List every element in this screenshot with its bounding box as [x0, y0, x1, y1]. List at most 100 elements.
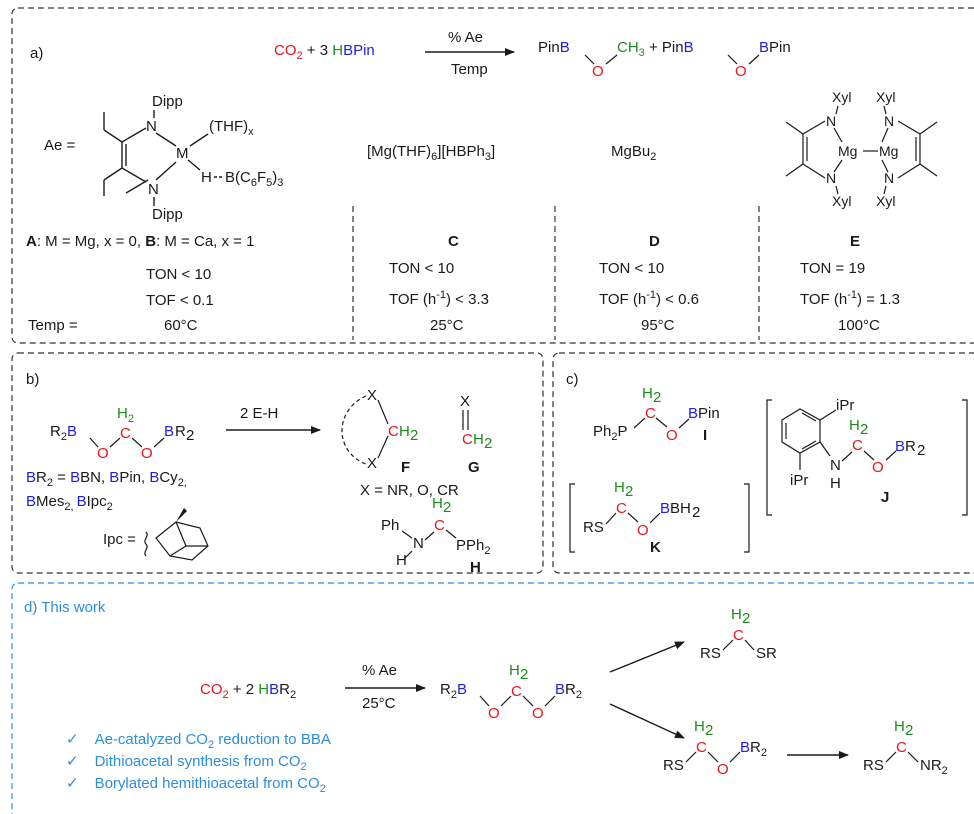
svg-text:C: C [434, 517, 445, 534]
svg-text:TON < 10: TON < 10 [599, 260, 664, 277]
svg-text:25°C: 25°C [362, 695, 396, 712]
svg-text:R2B: R2B [50, 423, 77, 443]
svg-text:C: C [696, 739, 707, 756]
svg-text:N: N [830, 457, 841, 474]
svg-text:Xyl: Xyl [832, 193, 851, 209]
panel-d-label: d) This work [24, 599, 106, 616]
svg-text:O: O [97, 445, 109, 462]
svg-text:RS: RS [663, 757, 684, 774]
svg-text:H: H [399, 423, 410, 440]
svg-text:% Ae: % Ae [362, 662, 397, 679]
panel-a-label: a) [30, 45, 43, 62]
svg-text:X: X [460, 393, 470, 410]
svg-text:PPh2: PPh2 [456, 537, 490, 557]
svg-text:2: 2 [905, 722, 913, 739]
svg-text:60°C: 60°C [164, 317, 198, 334]
svg-text:C: C [448, 233, 459, 250]
svg-text:Dipp: Dipp [152, 93, 183, 110]
complex-d: MgBu2 [611, 143, 656, 163]
svg-text:TOF (h-1) < 3.3: TOF (h-1) < 3.3 [389, 289, 489, 308]
svg-text:Temp =: Temp = [28, 317, 78, 334]
x-definition: X = NR, O, CR [360, 482, 459, 499]
svg-text:O: O [532, 705, 544, 722]
svg-text:Ph2P: Ph2P [593, 423, 628, 443]
br2-suffix-sub: 2 [186, 427, 194, 444]
ipc-structure: Ipc = [103, 508, 209, 561]
structure-g: X C H 2 G [460, 393, 492, 476]
panel-b-frame [11, 352, 544, 574]
svg-text:BR2: BR2 [740, 739, 767, 759]
svg-text:X: X [367, 387, 377, 404]
check-item: ✓Borylated hemithioacetal from CO2 [66, 775, 326, 795]
svg-text:N: N [826, 170, 836, 186]
svg-text:R2B: R2B [440, 681, 467, 701]
svg-text:N: N [884, 113, 894, 129]
svg-text:D: D [649, 233, 660, 250]
svg-text:N: N [826, 113, 836, 129]
check-item: ✓Ae-catalyzed CO2 reduction to BBA [66, 731, 331, 751]
svg-text:25°C: 25°C [430, 317, 464, 334]
svg-text:iPr: iPr [790, 472, 808, 489]
svg-text:TOF < 0.1: TOF < 0.1 [146, 292, 214, 309]
svg-text:2: 2 [742, 610, 750, 627]
svg-text:B(C6F5)3: B(C6F5)3 [225, 169, 283, 189]
svg-text:(THF)x: (THF)x [209, 118, 254, 138]
svg-text:BPin: BPin [759, 39, 791, 56]
svg-text:O: O [637, 522, 649, 539]
complex-ab: Dipp N N Dipp M (THF)x H B(C6F5)3 [103, 93, 283, 223]
svg-text:2: 2 [625, 483, 633, 500]
svg-text:Ph: Ph [381, 517, 399, 534]
structure-j: iPr iPr N H C H 2 O BR 2 J [766, 397, 968, 516]
svg-text:X: X [367, 455, 377, 472]
svg-text:Mg: Mg [838, 143, 857, 159]
svg-text:C: C [616, 500, 627, 517]
panel-c-frame [552, 352, 974, 574]
svg-text:A: M = Mg, x = 0, B: M = Ca, x: A: M = Mg, x = 0, B: M = Ca, x = 1 [26, 233, 254, 250]
panel-c-label: c) [566, 371, 579, 388]
svg-text:H: H [849, 417, 860, 434]
svg-text:C: C [462, 431, 473, 448]
svg-text:H: H [894, 718, 905, 735]
svg-text:C: C [852, 437, 863, 454]
svg-text:M: M [176, 145, 189, 162]
svg-text:H: H [731, 606, 742, 623]
svg-text:2: 2 [860, 421, 868, 438]
svg-text:Dipp: Dipp [152, 206, 183, 223]
svg-text:N: N [413, 535, 424, 552]
svg-text:H: H [614, 479, 625, 496]
panel-d-reaction: CO2 + 2 HBR2 % Ae 25°C R2B O C H 2 O BR2… [200, 606, 948, 778]
svg-text:H: H [694, 718, 705, 735]
structure-k: RS C H 2 O BBH 2 K [569, 479, 750, 556]
svg-text:SR: SR [756, 645, 777, 662]
svg-text:BR: BR [895, 438, 916, 455]
svg-text:O: O [488, 705, 500, 722]
svg-text:N: N [884, 170, 894, 186]
svg-text:BR2: BR2 [555, 681, 582, 701]
svg-text:H: H [509, 662, 520, 679]
panel-d-frame [11, 582, 974, 814]
panel-a-frame [11, 7, 974, 344]
svg-text:C: C [733, 627, 744, 644]
svg-text:I: I [703, 427, 707, 444]
complex-c: [Mg(THF)6][HBPh3] [367, 143, 495, 163]
panel-b-label: b) [26, 371, 39, 388]
svg-text:C: C [645, 405, 656, 422]
svg-text:J: J [881, 489, 889, 506]
svg-text:2: 2 [705, 722, 713, 739]
svg-text:Xyl: Xyl [832, 89, 851, 105]
defs-line-2: BMes2, BIpc2 [26, 493, 113, 513]
svg-text:100°C: 100°C [838, 317, 880, 334]
checklist: ✓Ae-catalyzed CO2 reduction to BBA ✓Dith… [66, 731, 331, 795]
svg-text:95°C: 95°C [641, 317, 675, 334]
column-d: D TON < 10 TOF (h-1) < 0.6 95°C [599, 233, 699, 334]
svg-text:H: H [396, 552, 407, 569]
svg-text:O: O [666, 427, 678, 444]
br2-suffix: R [175, 423, 186, 440]
svg-text:Xyl: Xyl [876, 193, 895, 209]
column-e: E TON = 19 TOF (h-1) = 1.3 100°C [800, 233, 900, 334]
svg-text:E: E [850, 233, 860, 250]
svg-text:O: O [141, 445, 153, 462]
svg-text:H: H [432, 495, 443, 512]
svg-text:H: H [642, 385, 653, 402]
svg-text:2: 2 [917, 442, 925, 459]
